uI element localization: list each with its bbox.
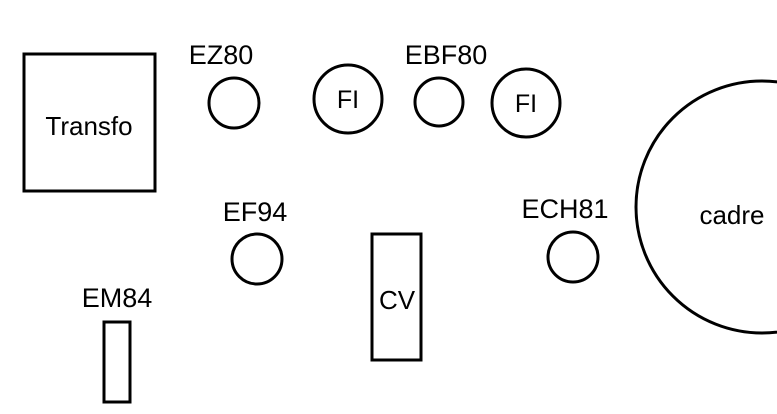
ech81-socket bbox=[546, 230, 600, 284]
transfo-component: Transfo bbox=[22, 52, 157, 193]
ebf80-label: EBF80 bbox=[405, 40, 488, 70]
ef94-socket bbox=[230, 232, 284, 286]
ef94-label: EF94 bbox=[223, 197, 288, 227]
ez80-label: EZ80 bbox=[189, 40, 254, 70]
cv-box bbox=[370, 232, 423, 362]
ebf80-socket bbox=[413, 76, 465, 128]
cv-label: CV bbox=[379, 285, 416, 315]
cadre-circle bbox=[634, 79, 777, 335]
transfo-label: Transfo bbox=[45, 111, 132, 141]
em84-label: EM84 bbox=[82, 283, 153, 313]
ebf80-tube: EBF80 bbox=[405, 40, 488, 128]
fi-2-circle bbox=[490, 67, 562, 139]
ef94-tube: EF94 bbox=[223, 197, 288, 286]
ech81-tube: ECH81 bbox=[521, 194, 609, 284]
fi-1-circle bbox=[312, 63, 384, 135]
fi-transformer-1: FI bbox=[312, 63, 384, 135]
ez80-tube: EZ80 bbox=[189, 40, 261, 130]
ech81-label: ECH81 bbox=[521, 194, 608, 224]
em84-box bbox=[102, 320, 132, 404]
fi-transformer-2: FI bbox=[490, 67, 562, 139]
cv-component: CV bbox=[370, 232, 423, 362]
fi-1-label: FI bbox=[337, 86, 359, 114]
cadre-label: cadre bbox=[699, 200, 764, 230]
cadre-component: cadre bbox=[634, 79, 777, 335]
transfo-box bbox=[22, 52, 157, 193]
fi-2-label: FI bbox=[515, 90, 537, 118]
ez80-socket bbox=[207, 76, 261, 130]
em84-tube: EM84 bbox=[82, 283, 153, 404]
